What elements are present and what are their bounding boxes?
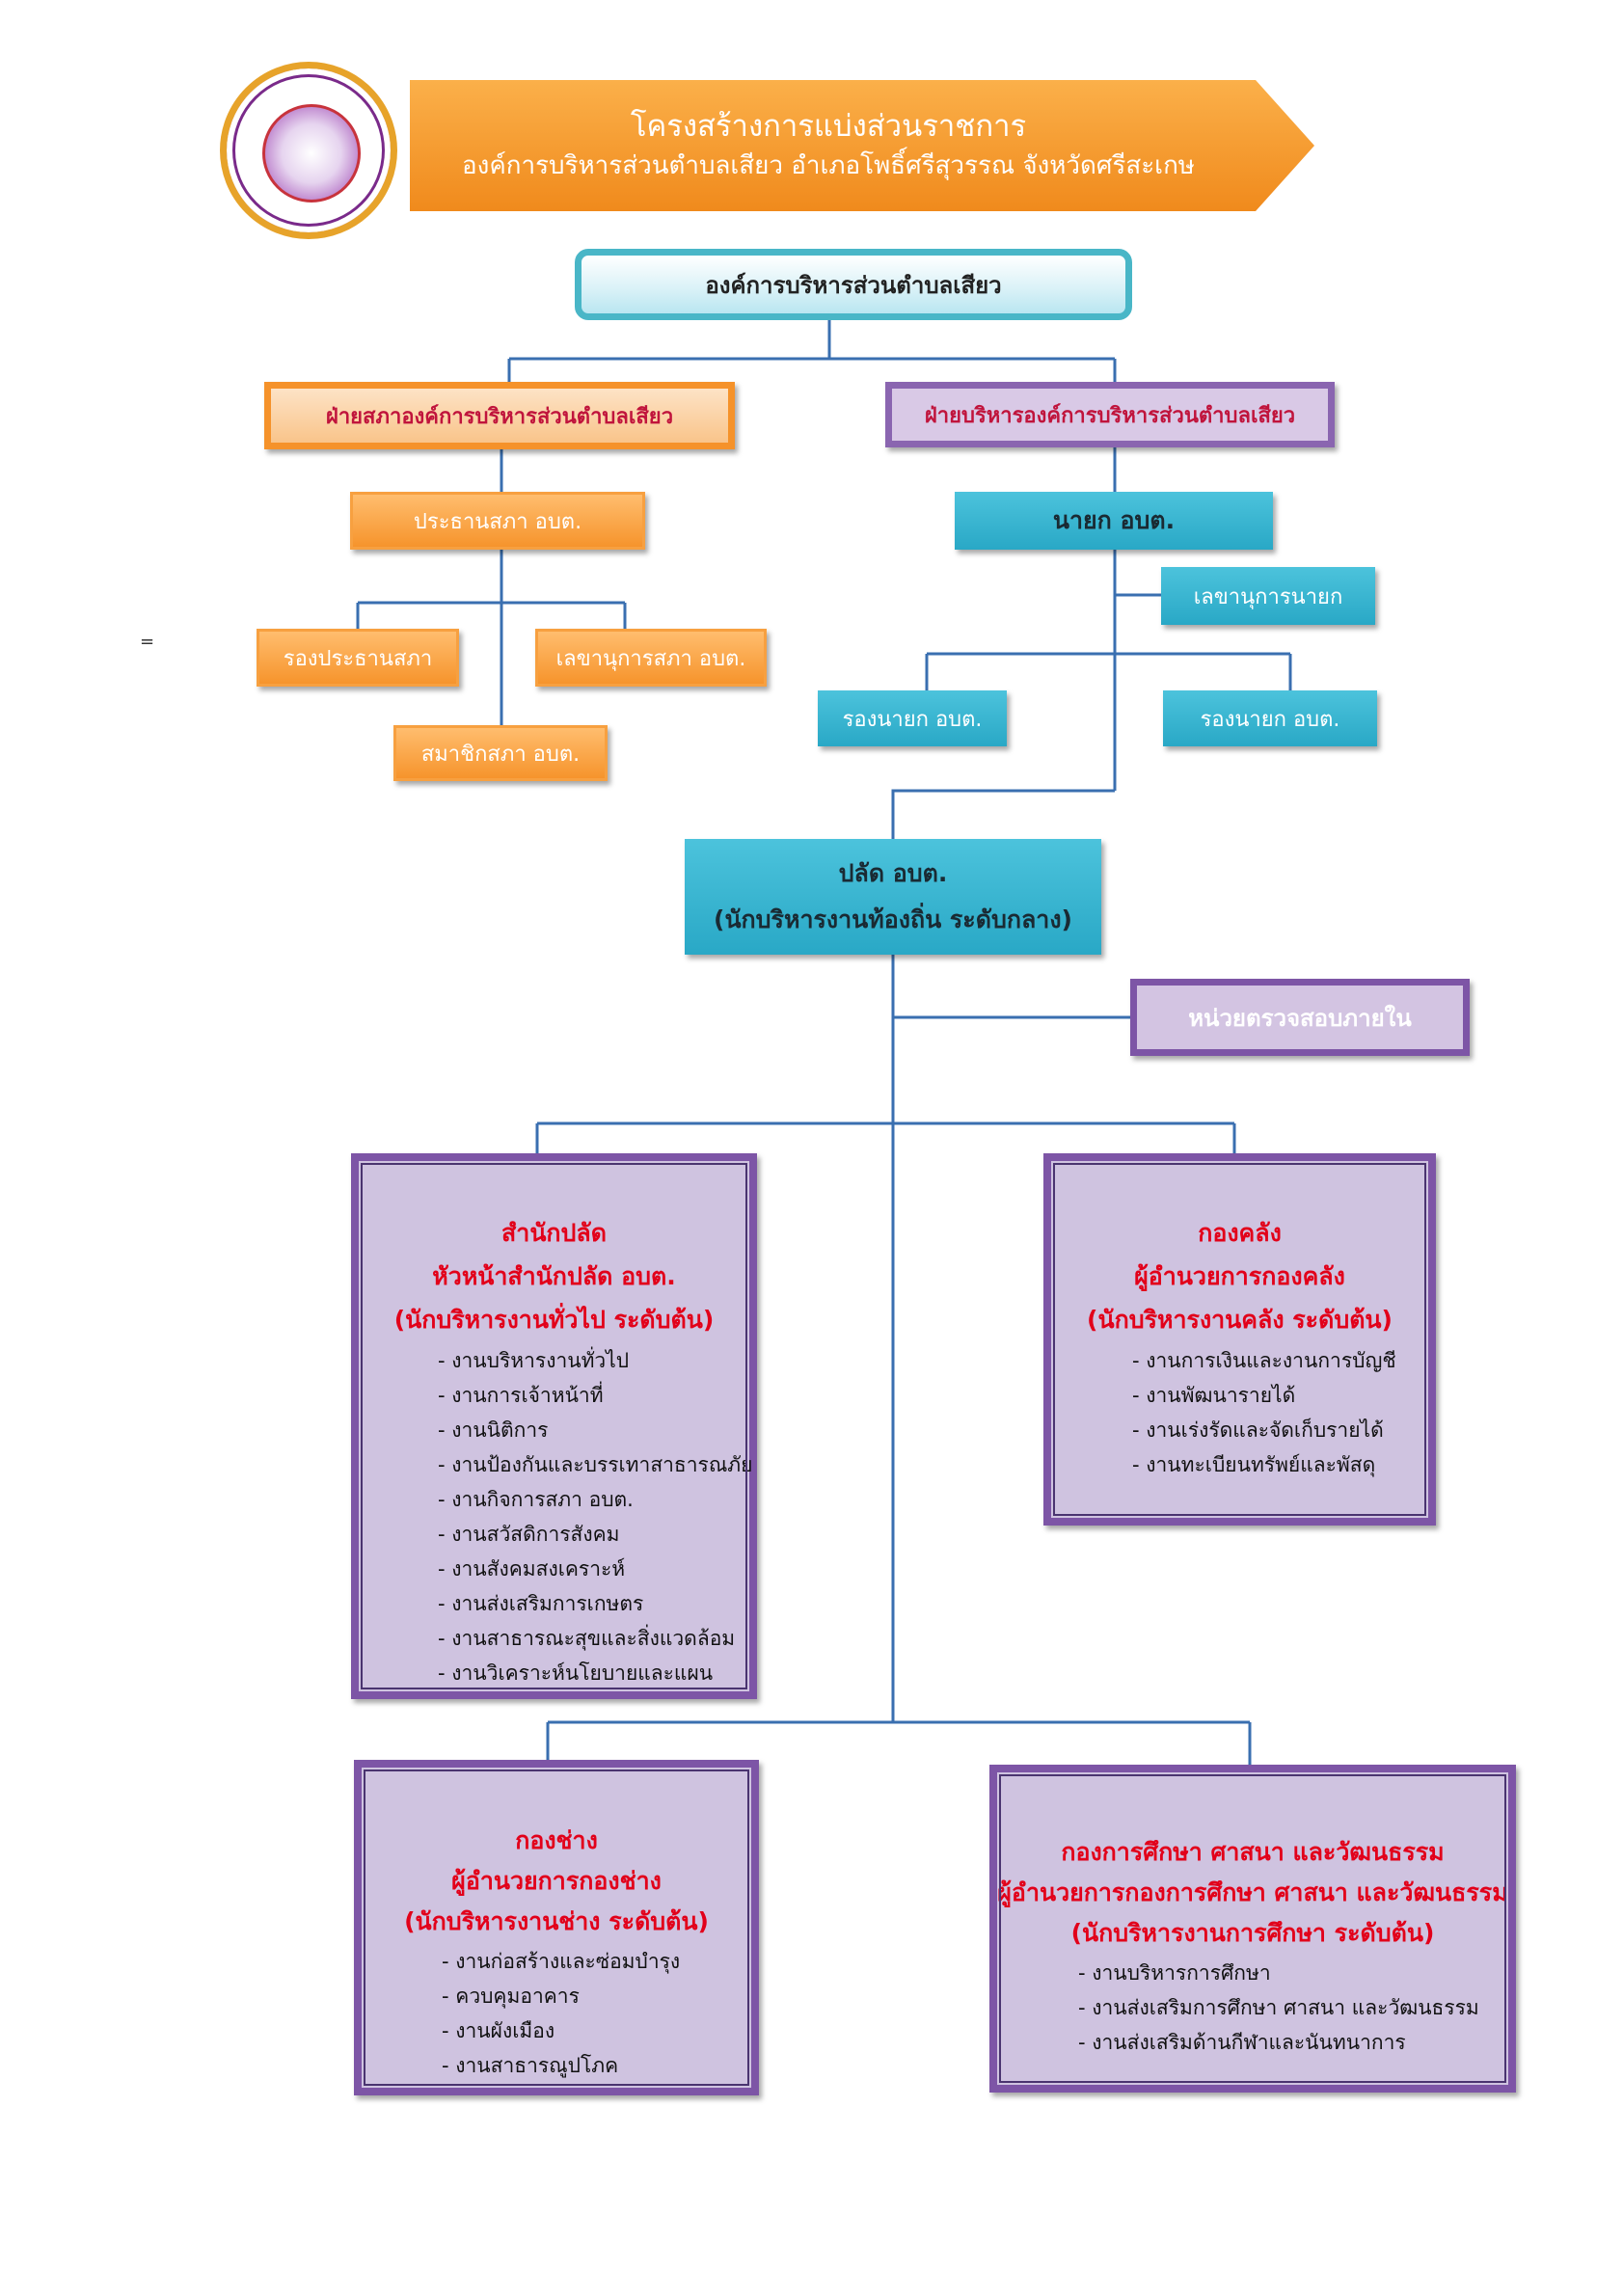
department-title: กองคลัง [1198,1219,1282,1247]
department-head: ผู้อำนวยการกองคลัง [1134,1262,1345,1290]
list-item: งานนิติการ [438,1413,749,1447]
list-item: งานการเจ้าหน้าที่ [438,1378,749,1413]
department-title: สำนักปลัด [501,1219,607,1247]
department-task-list: งานบริหารการศึกษา งานส่งเสริมการศึกษา ศา… [997,1956,1508,2060]
department-title: กองการศึกษา ศาสนา และวัฒนธรรม [1061,1838,1445,1866]
council-secretary-box: เลขานุการสภา อบต. [535,629,767,687]
department-level: (นักบริหารงานทั่วไป ระดับต้น) [393,1306,715,1334]
list-item: งานบริหารงานทั่วไป [438,1343,749,1378]
department-engineering: กองช่าง ผู้อำนวยการกองช่าง (นักบริหารงาน… [354,1760,759,2095]
department-task-list: งานก่อสร้างและซ่อมบำรุง ควบคุมอาคาร งานผ… [362,1944,751,2083]
top-organization-box: องค์การบริหารส่วนตำบลเสียว [575,249,1132,320]
council-vice-chair-box: รองประธานสภา [257,629,459,687]
header-title: โครงสร้างการแบ่งส่วนราชการ [630,109,1027,144]
list-item: งานเร่งรัดและจัดเก็บรายได้ [1132,1413,1428,1447]
list-item: งานทะเบียนทรัพย์และพัสดุ [1132,1447,1428,1482]
permanent-secretary-level: (นักบริหารงานท้องถิ่น ระดับกลาง) [714,905,1072,933]
header-subtitle: องค์การบริหารส่วนตำบลเสียว อำเภอโพธิ์ศรี… [462,151,1195,180]
list-item: งานก่อสร้างและซ่อมบำรุง [442,1944,751,1979]
internal-audit-box: หน่วยตรวจสอบภายใน [1130,979,1470,1056]
mayor-box: นายก อบต. [955,492,1273,550]
header-banner: โครงสร้างการแบ่งส่วนราชการ องค์การบริหาร… [410,80,1314,211]
department-head: หัวหน้าสำนักปลัด อบต. [432,1262,676,1290]
department-level: (นักบริหารงานช่าง ระดับต้น) [404,1907,709,1935]
list-item: งานสาธารณูปโภค [442,2048,751,2083]
department-head: ผู้อำนวยการกองการศึกษา ศาสนา และวัฒนธรรม [997,1878,1508,1906]
list-item: งานสาธารณะสุขและสิ่งแวดล้อม [438,1621,749,1656]
list-item: ควบคุมอาคาร [442,1979,751,2013]
department-task-list: งานบริหารงานทั่วไป งานการเจ้าหน้าที่ งาน… [359,1343,752,1690]
council-member-box: สมาชิกสภา อบต. [393,725,608,781]
organization-seal [220,62,397,239]
department-finance: กองคลัง ผู้อำนวยการกองคลัง (นักบริหารงาน… [1043,1153,1436,1526]
list-item: งานการเงินและงานการบัญชี [1132,1343,1428,1378]
deputy-mayor-left-box: รองนายก อบต. [818,690,1007,746]
department-level: (นักบริหารงานคลัง ระดับต้น) [1087,1306,1393,1334]
list-item: งานสังคมสงเคราะห์ [438,1552,749,1586]
permanent-secretary-box: ปลัด อบต. (นักบริหารงานท้องถิ่น ระดับกลา… [685,839,1101,955]
list-item: งานส่งเสริมการเกษตร [438,1586,749,1621]
list-item: งานสวัสดิการสังคม [438,1517,749,1552]
department-head: ผู้อำนวยการกองช่าง [451,1867,662,1895]
permanent-secretary-title: ปลัด อบต. [838,859,948,887]
list-item: งานป้องกันและบรรเทาสาธารณภัย [438,1447,752,1482]
department-level: (นักบริหารงานการศึกษา ระดับต้น) [1070,1919,1435,1947]
stray-mark: = [140,632,155,652]
list-item: งานส่งเสริมด้านกีฬาและนันทนาการ [1078,2025,1508,2060]
mayor-secretary-box: เลขานุการนายก [1161,567,1375,625]
list-item: งานวิเคราะห์นโยบายและแผน [438,1656,749,1690]
deputy-mayor-right-box: รองนายก อบต. [1163,690,1377,746]
department-education: กองการศึกษา ศาสนา และวัฒนธรรม ผู้อำนวยกา… [989,1765,1516,2093]
list-item: งานผังเมือง [442,2013,751,2048]
list-item: งานกิจการสภา อบต. [438,1482,749,1517]
list-item: งานบริหารการศึกษา [1078,1956,1508,1990]
council-chair-box: ประธานสภา อบต. [350,492,645,550]
department-office-of-palat: สำนักปลัด หัวหน้าสำนักปลัด อบต. (นักบริห… [351,1153,757,1699]
seal-emblem [262,104,361,203]
executive-division-box: ฝ่ายบริหารองค์การบริหารส่วนตำบลเสียว [885,382,1335,447]
department-title: กองช่าง [515,1826,598,1854]
list-item: งานส่งเสริมการศึกษา ศาสนา และวัฒนธรรม [1078,1990,1508,2025]
council-division-box: ฝ่ายสภาองค์การบริหารส่วนตำบลเสียว [264,382,735,449]
list-item: งานพัฒนารายได้ [1132,1378,1428,1413]
department-task-list: งานการเงินและงานการบัญชี งานพัฒนารายได้ … [1051,1343,1428,1482]
